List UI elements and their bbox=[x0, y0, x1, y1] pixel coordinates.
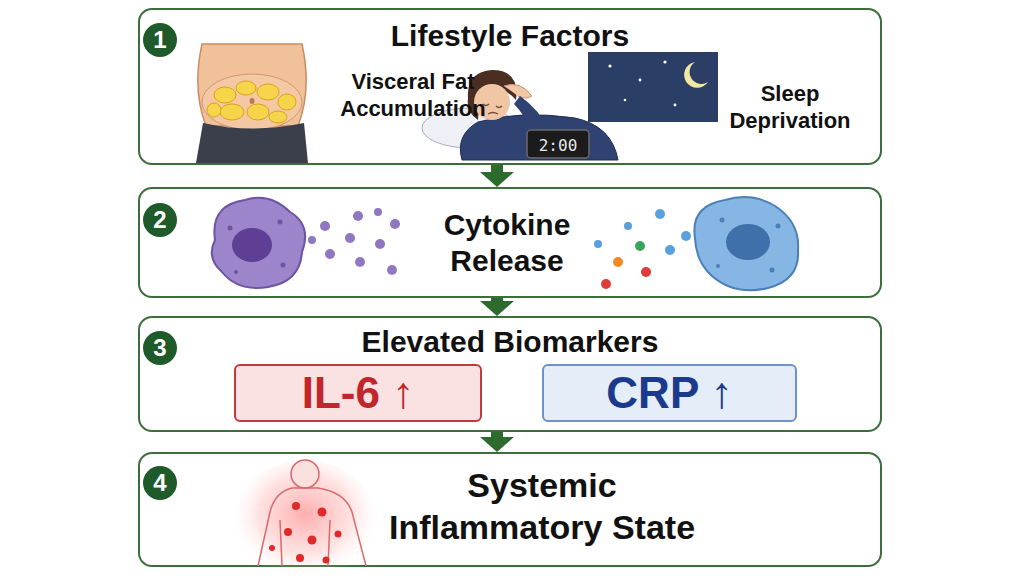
node-text: Cytokine Release bbox=[412, 207, 602, 279]
biomarker-box: CRP ↑ bbox=[542, 364, 797, 422]
belly-illustration bbox=[196, 44, 308, 163]
node-text: CRP ↑ bbox=[544, 366, 795, 420]
node-text: Lifestyle Factors bbox=[140, 18, 880, 54]
node-text: Elevated Biomarkers bbox=[140, 324, 880, 360]
cell-illustration bbox=[212, 197, 798, 290]
flow-arrow bbox=[480, 298, 514, 316]
body-illustration bbox=[235, 460, 375, 576]
node-text: Systemic Inflammatory State bbox=[372, 464, 712, 548]
stage-box: Systemic Inflammatory State bbox=[138, 452, 882, 567]
node-text: IL-6 ↑ bbox=[236, 366, 480, 420]
stage-box: Cytokine Release bbox=[138, 187, 882, 298]
flow-arrow bbox=[480, 165, 514, 187]
flow-arrow bbox=[480, 432, 514, 452]
biomarker-box: IL-6 ↑ bbox=[234, 364, 482, 422]
sleep-illustration bbox=[422, 52, 718, 160]
stage-box: Elevated BiomarkersIL-6 ↑ CRP ↑ bbox=[138, 316, 882, 432]
stage-box: Lifestyle Factors bbox=[138, 8, 882, 165]
